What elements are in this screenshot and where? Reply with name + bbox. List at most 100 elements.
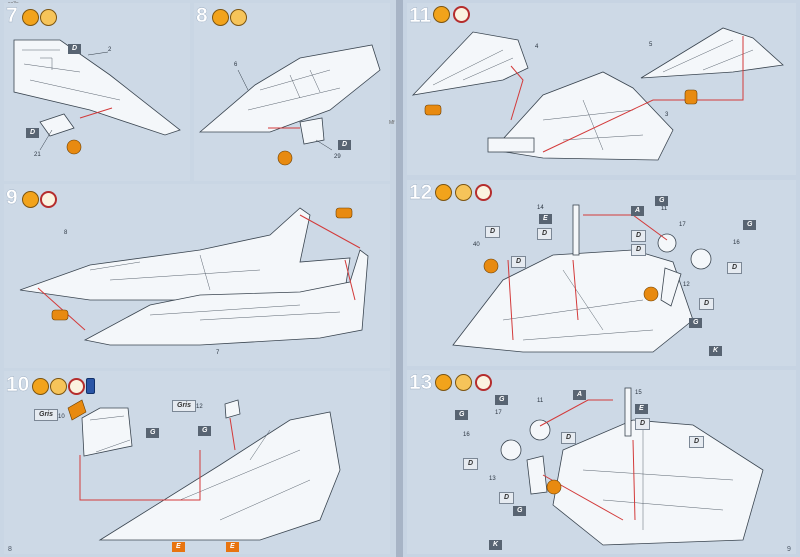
cockpit-part xyxy=(39,113,75,137)
leader-line xyxy=(237,69,333,151)
fuselage-half-right xyxy=(198,44,381,133)
paint-tag: D xyxy=(499,492,515,504)
wing-underside xyxy=(552,419,764,546)
clock-icon xyxy=(68,378,85,395)
part-number: 16 xyxy=(463,432,470,438)
paint-tag: D xyxy=(631,244,647,256)
part-number: 8 xyxy=(64,230,68,236)
cement-tube-icon xyxy=(277,150,293,166)
fuselage-detail xyxy=(89,254,261,291)
main-gear-strut xyxy=(572,204,580,256)
step-8-number: 8 xyxy=(196,4,208,27)
paint-tag: G xyxy=(198,426,212,436)
canopy-detail xyxy=(89,415,131,453)
paint-brush-icon xyxy=(50,378,67,395)
paint-tag: E xyxy=(635,404,648,414)
part-number: 17 xyxy=(679,222,686,228)
wing-upper-right xyxy=(640,27,784,79)
step-9-number: 9 xyxy=(6,186,18,209)
wing-lower xyxy=(492,71,674,161)
instrument-part xyxy=(299,117,325,145)
canopy-part xyxy=(81,407,133,457)
wing-detail xyxy=(432,49,514,86)
part-number: 12 xyxy=(683,282,690,288)
part-number: 3 xyxy=(665,112,669,118)
paint-tag: D xyxy=(26,128,40,138)
fuselage-detail xyxy=(22,49,121,101)
wing-detail xyxy=(662,39,754,73)
page-number-left: 8 xyxy=(8,546,12,553)
placement-arrow xyxy=(510,36,744,153)
wing-underside xyxy=(452,249,694,353)
paint-tag: E xyxy=(226,542,239,552)
part-number: 10 xyxy=(58,414,65,420)
fuselage-half-left xyxy=(13,39,181,136)
leader-line xyxy=(39,51,109,151)
alignment-arrow xyxy=(37,214,361,331)
color-label: Gris xyxy=(172,400,197,412)
paint-tag: D xyxy=(635,418,651,430)
part-number: 4 xyxy=(535,44,539,50)
paint-tag: E xyxy=(539,214,552,224)
wing-detail xyxy=(582,430,734,530)
glue-icon xyxy=(32,378,49,395)
step-7-number: 7 xyxy=(6,4,18,27)
wheel-part xyxy=(500,439,522,461)
clock-icon xyxy=(475,184,492,201)
right-page-drawings xyxy=(411,27,784,546)
part-number: 21 xyxy=(34,152,41,158)
part-number: 40 xyxy=(473,242,480,248)
part-number: 29 xyxy=(334,154,341,160)
step-11-number: 11 xyxy=(409,4,432,27)
part-number: 11 xyxy=(661,206,668,212)
fuselage-assembly xyxy=(19,207,351,301)
paint-tag: G xyxy=(655,196,669,206)
part-number: 16 xyxy=(733,240,740,246)
placement-arrow xyxy=(79,107,113,119)
step-10-number: 10 xyxy=(6,373,30,396)
fuselage-detail xyxy=(247,69,341,111)
paint-tag: D xyxy=(631,230,647,242)
paint-brush-icon xyxy=(455,184,472,201)
part-number: 15 xyxy=(635,390,642,396)
glue-icon xyxy=(212,9,229,26)
placement-arrow xyxy=(79,417,236,501)
part-number: 12 xyxy=(196,404,203,410)
paint-tag: G xyxy=(455,410,469,420)
cement-tube-icon xyxy=(643,286,659,302)
page-number-right: 9 xyxy=(787,546,791,553)
headup-display-part xyxy=(224,399,241,419)
paint-tag: D xyxy=(727,262,743,274)
cement-tube-icon xyxy=(684,89,698,105)
paint-tag: K xyxy=(489,540,503,550)
paint-tag: G xyxy=(146,428,160,438)
color-label: Gris xyxy=(34,409,59,421)
paint-brush-icon xyxy=(230,9,247,26)
paint-tag: D xyxy=(689,436,705,448)
part-number: 17 xyxy=(495,410,502,416)
part-number: 5 xyxy=(649,42,653,48)
paint-tag: D xyxy=(338,140,352,150)
step-12-number: 12 xyxy=(409,181,433,204)
paint-tag: D xyxy=(699,298,715,310)
nose-section xyxy=(98,411,341,541)
paint-tag: G xyxy=(689,318,703,328)
canopy-mask-icon xyxy=(67,399,87,421)
wing-detail xyxy=(542,99,644,151)
paint-tag: G xyxy=(513,506,527,516)
right-page: 11 12 13 9 xyxy=(403,0,800,557)
cement-tube-icon xyxy=(424,104,442,116)
cement-tube-icon xyxy=(51,309,69,321)
page-gutter xyxy=(396,0,403,557)
paint-tag: D xyxy=(463,458,479,470)
wing-detail xyxy=(502,269,654,341)
clock-icon xyxy=(475,374,492,391)
paint-tag: E xyxy=(172,542,185,552)
cement-tube-icon xyxy=(483,258,499,274)
part-number: 13 xyxy=(489,476,496,482)
cement-tube-icon xyxy=(546,479,562,495)
part-number: 7 xyxy=(216,350,220,356)
left-page: ca3c 7 8 9 10 8 xyxy=(0,0,396,557)
glue-icon xyxy=(433,6,450,23)
